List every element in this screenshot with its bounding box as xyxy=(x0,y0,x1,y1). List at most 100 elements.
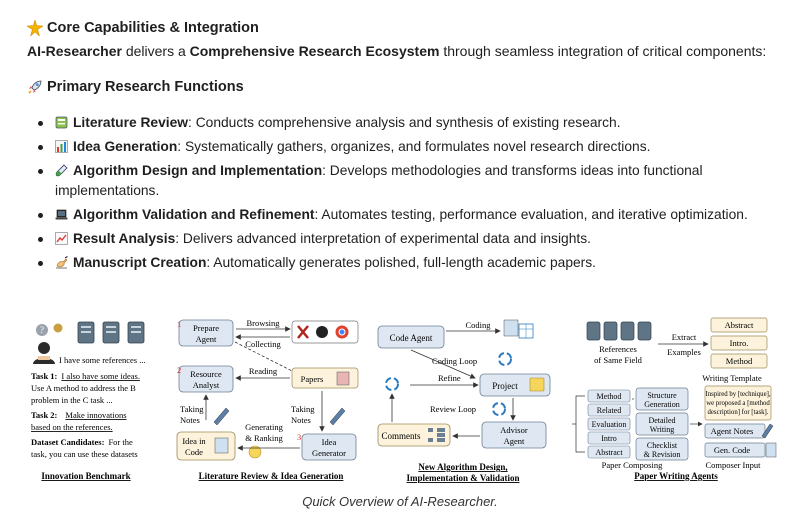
feature-title: Idea Generation xyxy=(73,139,178,154)
pen-icon xyxy=(329,407,346,426)
task1-line-3: problem in the C task ... xyxy=(31,395,113,405)
loop-icon xyxy=(498,352,512,366)
reading-label: Reading xyxy=(249,366,278,376)
code-agent-box xyxy=(377,325,445,349)
list-item: Literature Review: Conducts comprehensiv… xyxy=(37,113,757,133)
loop-icon xyxy=(492,402,506,416)
list-item: Manuscript Creation: Automatically gener… xyxy=(37,253,757,273)
intro-text-end: through seamless integration of critical… xyxy=(439,43,767,59)
feature-title: Manuscript Creation xyxy=(73,255,207,270)
intro-example xyxy=(710,335,768,351)
step-number: 1 xyxy=(177,319,181,329)
prepare-agent-box xyxy=(178,319,234,347)
task1-label: Task 1: xyxy=(31,371,58,381)
comments-label: Comments xyxy=(381,431,420,441)
refine-label: Refine xyxy=(438,373,461,383)
idea-generator-label: Idea xyxy=(322,437,337,447)
template-text-2: we proposed a [method xyxy=(706,400,770,407)
feature-desc: : Develops methodologies and transforms … xyxy=(55,163,703,198)
structure-generation-box xyxy=(635,387,689,411)
template-box xyxy=(704,385,772,421)
feature-title: Literature Review xyxy=(73,115,189,130)
overview-figure: ? I have some references ... Task 1:I al… xyxy=(31,317,777,483)
question-badge-icon xyxy=(36,324,48,336)
taking-notes-label-2: Notes xyxy=(180,415,200,425)
coding-loop-label: Coding Loop xyxy=(432,356,477,366)
code-file-icon xyxy=(765,442,777,458)
agent-notes-label: Agent Notes xyxy=(711,426,754,436)
examples-label: Examples xyxy=(667,347,701,357)
collecting-label: Collecting xyxy=(245,339,281,349)
idea-in-code-label-2: Code xyxy=(185,447,203,457)
code-file-icon xyxy=(503,319,519,337)
feature-list: Literature Review: Conducts comprehensiv… xyxy=(37,113,757,277)
feature-title: Result Analysis xyxy=(73,231,176,246)
heading-text: Core Capabilities & Integration xyxy=(47,20,259,36)
list-item: Idea Generation: Systematically gathers,… xyxy=(37,137,757,157)
speech-text: I have some references ... xyxy=(59,355,146,365)
structure-label-2: Generation xyxy=(644,400,680,409)
checklist-label-2: & Revision xyxy=(644,450,681,459)
task2-line: Task 2:Make innovations xyxy=(31,410,127,420)
task1-line-2: Use A method to address the B xyxy=(31,383,136,393)
code-file-icon xyxy=(214,437,229,454)
review-loop-label: Review Loop xyxy=(430,404,476,414)
panel-title: Innovation Benchmark xyxy=(41,471,130,481)
panel-title: New Algorithm Design, xyxy=(418,462,507,472)
dashed-arrow xyxy=(234,341,299,375)
section-label: Related xyxy=(597,406,621,415)
bulb-badge-icon xyxy=(53,323,63,333)
task1-text: I also have some ideas. xyxy=(61,371,140,381)
feature-title: Algorithm Design and Implementation xyxy=(73,163,323,178)
intro-example-label: Intro. xyxy=(730,338,749,348)
bar-chart-icon xyxy=(55,140,68,153)
detailed-label-2: Writing xyxy=(650,425,675,434)
ecosystem-phrase: Comprehensive Research Ecosystem xyxy=(189,43,440,59)
section-abstract xyxy=(587,445,631,459)
resource-analyst-label: Resource xyxy=(190,369,222,379)
intro-paragraph: AI-Researcher delivers a Comprehensive R… xyxy=(27,43,766,59)
method-example xyxy=(710,353,768,369)
advisor-agent-box xyxy=(481,421,547,449)
resource-analyst-box xyxy=(178,365,234,393)
loop-icon xyxy=(385,377,399,391)
panel-innovation-benchmark: ? I have some references ... Task 1:I al… xyxy=(31,321,146,481)
pen-icon xyxy=(761,423,774,439)
gen-code-label: Gen. Code xyxy=(714,445,751,455)
resource-analyst-label-2: Analyst xyxy=(193,380,220,390)
abstract-example xyxy=(710,317,768,333)
feature-desc: : Automates testing, performance evaluat… xyxy=(314,207,748,222)
panel-literature-review: Prepare Agent 1 Browsing Collecting Reso… xyxy=(176,318,359,481)
trend-chart-icon xyxy=(55,232,68,245)
detailed-writing-box xyxy=(635,412,689,436)
writing-hand-icon xyxy=(56,256,68,269)
paper-composing-label: Paper Composing xyxy=(602,460,663,470)
feature-desc: : Automatically generates polished, full… xyxy=(206,255,596,270)
task2-label: Task 2: xyxy=(31,410,58,420)
list-item: Algorithm Validation and Refinement: Aut… xyxy=(37,205,757,225)
list-item: Result Analysis: Delivers advanced inter… xyxy=(37,229,757,249)
section-method xyxy=(587,389,631,403)
ranking-label: & Ranking xyxy=(245,433,283,443)
advisor-agent-label-2: Agent xyxy=(504,436,525,446)
pen-icon xyxy=(213,407,230,426)
references-label: References xyxy=(599,344,637,354)
panel-algorithm-design: Code Agent Coding Coding Loop Refine Pro… xyxy=(377,319,551,483)
ledger-icon xyxy=(55,116,68,129)
arxiv-icon xyxy=(297,325,309,339)
taking-notes-label: Taking xyxy=(180,404,204,414)
dataset-text: For the xyxy=(108,437,133,447)
composer-input-label: Composer Input xyxy=(705,460,761,470)
rocket-icon xyxy=(28,80,42,94)
agent-notes-box xyxy=(704,423,766,439)
task2-line-2: based on the references. xyxy=(31,422,113,432)
taking-notes-label-2: Notes xyxy=(291,415,311,425)
method-example-label: Method xyxy=(726,356,753,366)
checklist-revision-box xyxy=(635,437,689,461)
section-label: Method xyxy=(597,392,622,401)
heading-text: Primary Research Functions xyxy=(47,79,244,95)
section-evaluation xyxy=(587,417,631,431)
coding-label: Coding xyxy=(465,320,491,330)
writing-template-label: Writing Template xyxy=(702,373,762,383)
gen-code-box xyxy=(704,442,766,458)
